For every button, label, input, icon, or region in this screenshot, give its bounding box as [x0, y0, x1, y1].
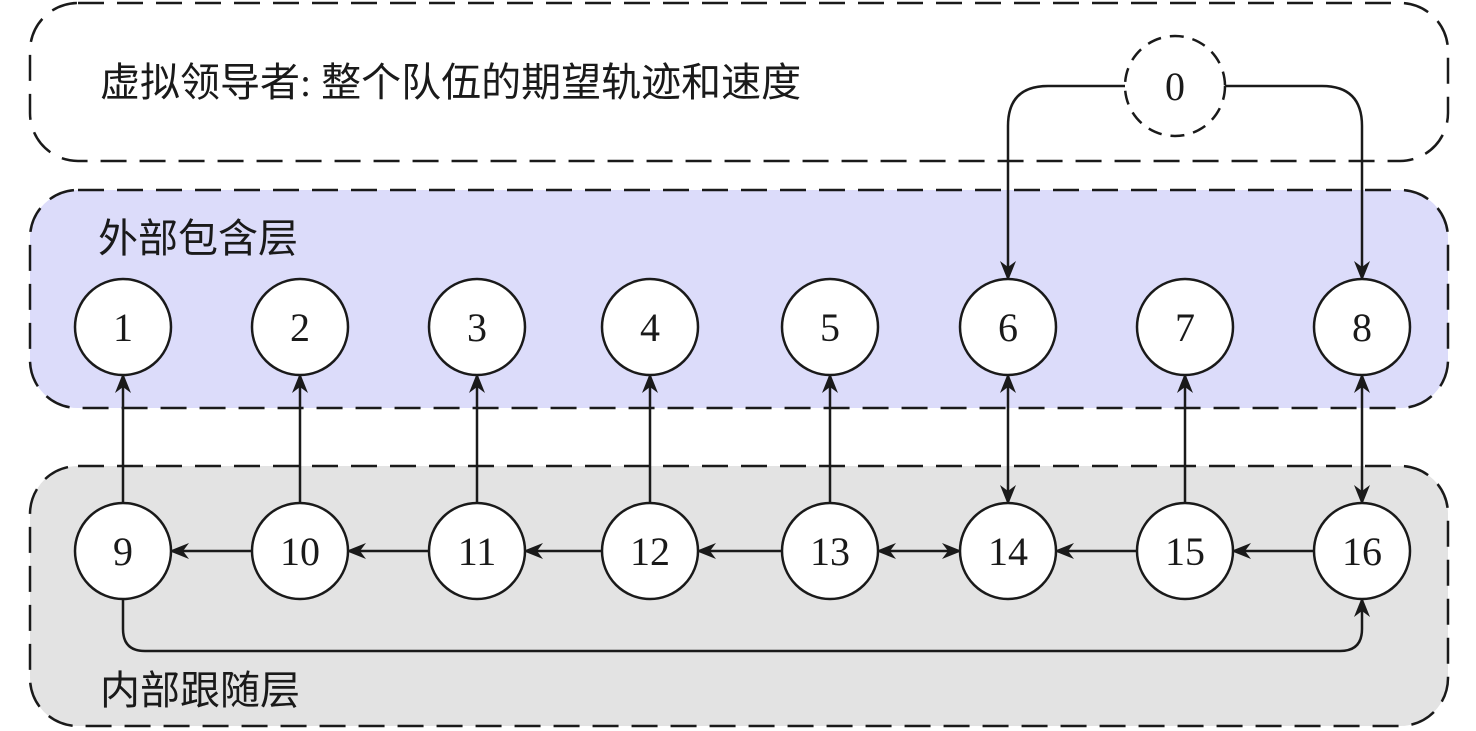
node-4-circle	[600, 277, 700, 377]
node-3: 3	[427, 277, 527, 377]
node-3-label: 3	[467, 305, 487, 350]
virtual-leader-layer-label: 虚拟领导者: 整个队伍的期望轨迹和速度	[100, 60, 801, 105]
node-8-label: 8	[1352, 305, 1372, 350]
node-0-label: 0	[1165, 64, 1185, 109]
node-6-circle	[958, 277, 1058, 377]
edge-9-to-16	[121, 597, 1370, 653]
node-7-circle	[1135, 277, 1235, 377]
node-16-circle	[1312, 501, 1412, 601]
node-11: 11	[427, 501, 527, 601]
node-6: 6	[958, 277, 1058, 377]
node-14-label: 14	[988, 529, 1028, 574]
node-9: 9	[73, 501, 173, 601]
node-15-label: 15	[1165, 529, 1205, 574]
node-14-circle	[958, 501, 1058, 601]
node-8: 8	[1312, 277, 1412, 377]
node-16-label: 16	[1342, 529, 1382, 574]
node-13-label: 13	[810, 529, 850, 574]
inner-follower-layer-box	[28, 464, 1450, 728]
node-11-label: 11	[458, 529, 497, 574]
node-12: 12	[600, 501, 700, 601]
inner-follower-layer-label: 内部跟随层	[100, 668, 300, 713]
node-7: 7	[1135, 277, 1235, 377]
node-5: 5	[780, 277, 880, 377]
node-5-label: 5	[820, 305, 840, 350]
node-5-circle	[780, 277, 880, 377]
node-0-circle	[1123, 34, 1227, 138]
node-9-circle	[73, 501, 173, 601]
edge-0-to-6	[1000, 84, 1125, 281]
node-6-label: 6	[998, 305, 1018, 350]
node-4-label: 4	[640, 305, 660, 350]
node-14: 14	[958, 501, 1058, 601]
node-13-circle	[780, 501, 880, 601]
node-12-label: 12	[630, 529, 670, 574]
node-16: 16	[1312, 501, 1412, 601]
edge-0-to-8	[1225, 84, 1370, 281]
virtual-leader-layer-box	[28, 1, 1450, 163]
node-10: 10	[250, 501, 350, 601]
node-4: 4	[600, 277, 700, 377]
node-13: 13	[780, 501, 880, 601]
node-1: 1	[73, 277, 173, 377]
outer-containment-layer-label: 外部包含层	[98, 216, 298, 261]
node-1-circle	[73, 277, 173, 377]
node-1-label: 1	[113, 305, 133, 350]
node-11-circle	[427, 501, 527, 601]
node-3-circle	[427, 277, 527, 377]
node-9-label: 9	[113, 529, 133, 574]
outer-containment-layer-box	[28, 188, 1450, 410]
node-2-circle	[250, 277, 350, 377]
node-2: 2	[250, 277, 350, 377]
node-15-circle	[1135, 501, 1235, 601]
edge-group	[115, 84, 1370, 653]
node-12-circle	[600, 501, 700, 601]
node-7-label: 7	[1175, 305, 1195, 350]
node-15: 15	[1135, 501, 1235, 601]
node-10-circle	[250, 501, 350, 601]
node-8-circle	[1312, 277, 1412, 377]
node-10-label: 10	[280, 529, 320, 574]
node-2-label: 2	[290, 305, 310, 350]
node-0: 0	[1123, 34, 1227, 138]
